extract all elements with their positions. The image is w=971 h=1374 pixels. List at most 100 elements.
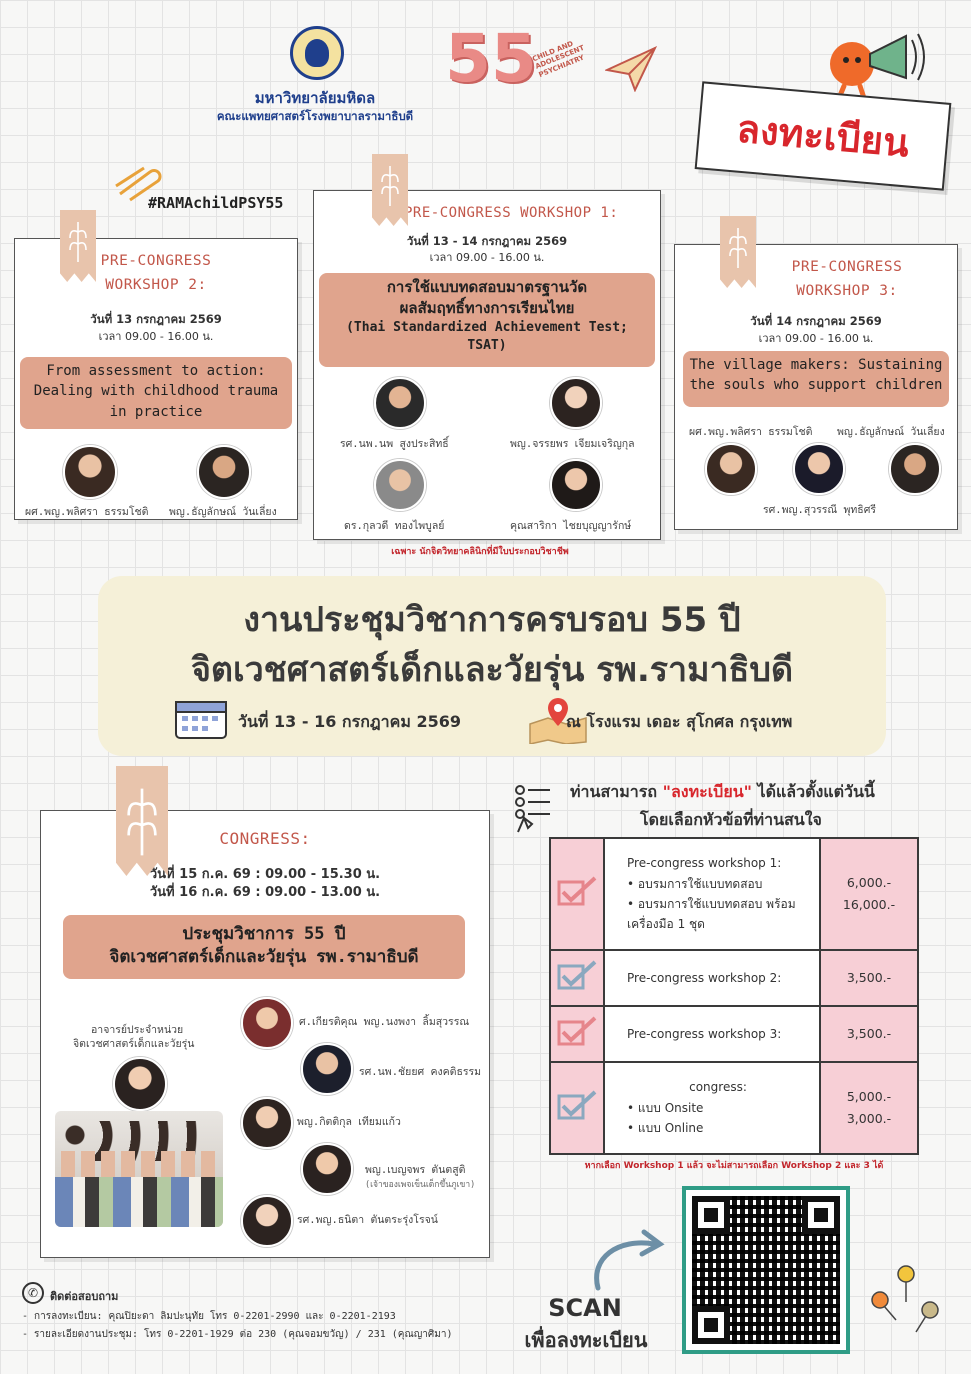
contact-title: ติดต่อสอบถาม [50,1290,119,1303]
workshop2-title-1: PRE-CONGRESS [100,253,212,269]
workshop3-date: วันที่ 14 กรกฎาคม 2569 [750,314,882,328]
price-row[interactable]: Pre-congress workshop 1: อบรมการใช้แบบทด… [549,837,919,951]
workshop2-speaker-1: ผศ.พญ.พลิศรา ธรรมโชติ [25,506,149,518]
workshop2-date: วันที่ 13 กรกฎาคม 2569 [90,312,222,326]
contact-line-2: - รายละเอียดงานประชุม: โทร 0-2201-1929 ต… [22,1329,453,1340]
registration-intro-3: โดยเลือกหัวข้อที่ท่านสนใจ [640,810,822,829]
congress-day1: วันที่ 15 ก.ค. 69 : 09.00 - 15.30 น. [149,867,381,882]
workshop3-speaker-3: รศ.พญ.สุวรรณี พุทธิศรี [763,504,877,516]
congress-title: CONGRESS: [219,829,311,848]
price-cell: 6,000.-16,000.- [819,837,919,951]
workshop2-speaker-2-photo [197,445,251,499]
price-row-desc: Pre-congress workshop 2: [603,949,821,1007]
congress-speaker-5-photo [241,1195,293,1247]
checkbox-icon[interactable] [555,876,599,908]
congress-group-leader-photo [113,1057,167,1111]
registration-qr-code[interactable] [682,1186,850,1354]
university-seal [290,26,344,80]
workshop1-topic-th-2: ผลสัมฤทธิ์ทางการเรียนไทย [399,299,575,317]
workshop1-title: PRE-CONGRESS WORKSHOP 1: [404,205,619,221]
main-event-venue: ณ โรงแรม เดอะ สุโกศล กรุงเทพ [566,712,793,731]
price-row[interactable]: congress: แบบ Onsiteแบบ Online 5,000.- 3,… [549,1061,919,1155]
register-banner-text: ลงทะเบียน [735,106,911,166]
workshop1-time: เวลา 09.00 - 16.00 น. [429,251,545,264]
congress-topic: ประชุมวิชาการ 55 ปี จิตเวชศาสตร์เด็กและว… [63,915,465,979]
price-row-title: Pre-congress workshop 2: [627,970,782,985]
checkbox-icon[interactable] [555,1090,599,1122]
workshop2-card: PRE-CONGRESS WORKSHOP 2: วันที่ 13 กรกฎา… [14,238,298,520]
registration-intro-2: ได้แล้วตั้งแต่วันนี้ [751,782,875,801]
price-cell: 3,500.- [819,949,919,1007]
workshop3-card: PRE-CONGRESS WORKSHOP 3: วันที่ 14 กรกฎา… [674,244,958,530]
logo-script: CHILD AND ADOLESCENT PSYCHIATRY [531,39,586,79]
workshop3-tape [720,216,756,288]
price-row[interactable]: Pre-congress workshop 2: 3,500.- [549,949,919,1007]
checkbox-cell[interactable] [549,1005,605,1063]
checkbox-cell[interactable] [549,1061,605,1155]
registration-intro-1: ท่านสามารถ [570,782,663,801]
price-cell: 3,500.- [819,1005,919,1063]
congress-speaker-1: ศ.เกียรติคุณ พญ.นงพงา ลิ้มสุวรรณ [299,1016,470,1028]
price-row-desc: congress: แบบ Onsiteแบบ Online [603,1061,821,1155]
checkbox-icon[interactable] [555,1016,599,1048]
faculty-name: คณะแพทยศาสตร์โรงพยาบาลรามาธิบดี [216,109,414,123]
price-value: 3,500.- [846,969,892,985]
pushpins-icon [871,1265,939,1333]
workshop3-speaker-1-photo [705,443,757,495]
price-table: Pre-congress workshop 1: อบรมการใช้แบบทด… [549,837,919,1155]
price-row-item: อบรมการใช้แบบทดสอบ [627,874,809,894]
price-row-item: แบบ Onsite [627,1098,809,1118]
scan-sublabel: เพื่อลงทะเบียน [524,1328,648,1352]
congress-day2: วันที่ 16 ก.ค. 69 : 09.00 - 13.00 น. [149,885,381,900]
workshop1-tape [372,154,408,226]
congress-group-label-1: อาจารย์ประจำหน่วย [91,1024,184,1036]
price-value: 3,000.- [846,1111,892,1126]
map-pin-icon [529,698,587,744]
price-cell: 5,000.- 3,000.- [819,1061,919,1155]
congress-speaker-3-photo [241,1097,293,1149]
price-row-title: congress: [689,1080,747,1095]
congress-group-label-2: จิตเวชศาสตร์เด็กและวัยรุ่น [73,1038,195,1050]
scan-label: SCAN [548,1294,622,1322]
checkbox-cell[interactable] [549,949,605,1007]
workshop3-speaker-3-photo [793,443,845,495]
workshop2-title-2: WORKSHOP 2: [105,277,207,293]
paper-plane-icon [605,45,657,92]
workshop2-tape [60,210,96,282]
checkbox-cell[interactable] [549,837,605,951]
contact-line-1: - การลงทะเบียน: คุณปิยะดา ลิมปะนุทัย โทร… [22,1311,396,1322]
workshop1-speaker-1: รศ.นพ.นพ สูงประสิทธิ์ [340,438,449,450]
phone-icon: ✆ [22,1282,44,1304]
workshop3-speaker-1: ผศ.พญ.พลิศรา ธรรมโชติ [689,426,813,438]
logo-number: 55 [445,20,537,97]
workshop1-card: PRE-CONGRESS WORKSHOP 1: วันที่ 13 - 14 … [313,190,661,540]
university-name: มหาวิทยาลัยมหิดล [254,89,376,107]
congress-speaker-3: พญ.กิตติกุล เทียมแก้ว [297,1116,401,1128]
workshop3-topic: The village makers: Sustaining the souls… [683,351,949,407]
workshop3-speaker-2-photo [889,443,941,495]
leaf-icon [729,228,747,268]
congress-card: CONGRESS: วันที่ 15 ก.ค. 69 : 09.00 - 15… [40,810,490,1258]
congress-speaker-5: รศ.พญ.ธนิตา ตันตระรุ่งโรจน์ [297,1214,438,1226]
price-value: 3,500.- [846,1025,892,1041]
workshop2-speaker-2: พญ.ธัญลักษณ์ วันเลี่ยง [169,506,277,518]
workshop1-topic-en: (Thai Standardized Achievement Test; TSA… [346,320,628,354]
congress-speaker-4: พญ.เบญจพร ตันตสูติ [365,1164,466,1176]
paperclip-icon [115,166,162,202]
main-event-title-2: จิตเวชศาสตร์เด็กและวัยรุ่น รพ.รามาธิบดี [190,650,794,690]
workshop1-speaker-1-photo [374,377,426,429]
checkbox-icon[interactable] [555,960,599,992]
congress-speaker-1-photo [241,997,293,1049]
workshop1-speaker-4-photo [550,459,602,511]
leaf-icon [127,788,157,856]
price-value: 5,000.- [846,1088,892,1104]
price-row-item: อบรมการใช้แบบทดสอบ พร้อมเครื่องมือ 1 ชุด [627,894,809,935]
workshop1-speaker-3: ดร.กุลวดี ทองไพบูลย์ [344,520,445,532]
arrow-icon [594,1229,665,1291]
leaf-icon [381,166,399,206]
price-value: 6,000.- [846,874,892,890]
price-row[interactable]: Pre-congress workshop 3: 3,500.- [549,1005,919,1063]
hashtag: #RAMAchildPSY55 [148,194,284,212]
price-row-title: Pre-congress workshop 3: [627,1026,782,1041]
workshop3-title-1: PRE-CONGRESS [791,259,903,275]
